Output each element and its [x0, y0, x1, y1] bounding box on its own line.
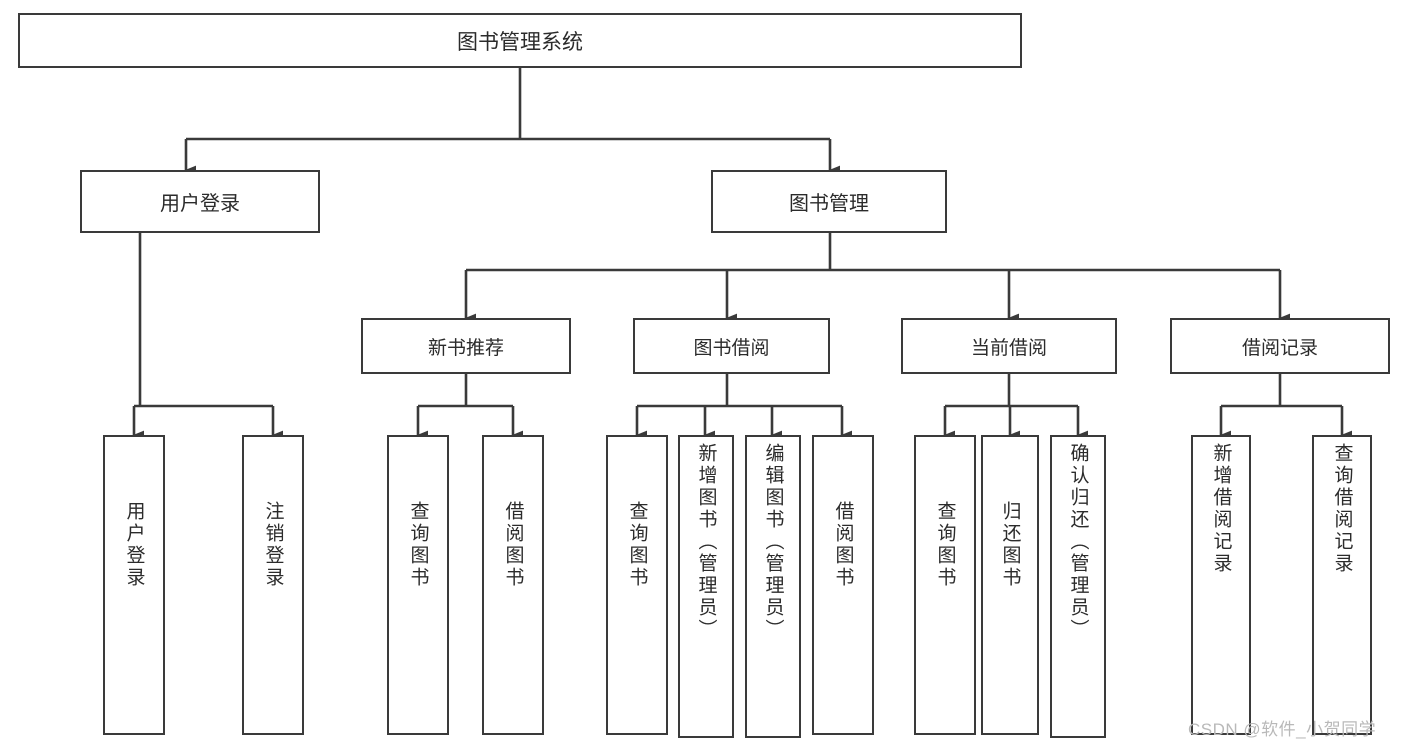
node-user-login[interactable]: 用户登录	[80, 170, 320, 233]
node-book-borrow[interactable]: 图书借阅	[633, 318, 830, 374]
leaf-label: 确认归还（管理员）	[1067, 443, 1089, 641]
leaf-label: 查询图书	[626, 501, 648, 589]
leaf-return-book[interactable]: 归还图书	[981, 435, 1039, 735]
node-borrow-record[interactable]: 借阅记录	[1170, 318, 1390, 374]
leaf-user-login[interactable]: 用户登录	[103, 435, 165, 735]
leaf-label: 编辑图书（管理员）	[762, 443, 784, 641]
leaf-edit-book-admin[interactable]: 编辑图书（管理员）	[745, 435, 801, 738]
leaf-add-book-admin[interactable]: 新增图书（管理员）	[678, 435, 734, 738]
node-label: 用户登录	[160, 193, 240, 215]
leaf-logout[interactable]: 注销登录	[242, 435, 304, 735]
node-new-book-recommend[interactable]: 新书推荐	[361, 318, 571, 374]
node-label: 当前借阅	[970, 337, 1047, 359]
node-current-borrow[interactable]: 当前借阅	[901, 318, 1117, 374]
node-label: 图书管理	[789, 193, 869, 215]
csdn-watermark: CSDN @软件_小贺同学	[1188, 720, 1377, 739]
leaf-query-book-recommend[interactable]: 查询图书	[387, 435, 449, 735]
leaf-label: 归还图书	[999, 501, 1021, 589]
leaf-query-book-current[interactable]: 查询图书	[914, 435, 976, 735]
node-label: 借阅记录	[1241, 337, 1318, 359]
leaf-label: 查询图书	[934, 501, 956, 589]
leaf-query-borrow-record[interactable]: 查询借阅记录	[1312, 435, 1372, 735]
node-label: 图书借阅	[693, 337, 770, 359]
node-book-management[interactable]: 图书管理	[711, 170, 947, 233]
leaf-label: 查询借阅记录	[1331, 443, 1353, 575]
leaf-confirm-return-admin[interactable]: 确认归还（管理员）	[1050, 435, 1106, 738]
node-label: 新书推荐	[427, 337, 504, 359]
leaf-borrow-book[interactable]: 借阅图书	[812, 435, 874, 735]
leaf-add-borrow-record[interactable]: 新增借阅记录	[1191, 435, 1251, 735]
node-root-label: 图书管理系统	[457, 30, 583, 54]
leaf-label: 借阅图书	[832, 501, 854, 589]
leaf-label: 借阅图书	[502, 501, 524, 589]
leaf-label: 新增借阅记录	[1210, 443, 1232, 575]
leaf-label: 查询图书	[407, 501, 429, 589]
leaf-borrow-book-recommend[interactable]: 借阅图书	[482, 435, 544, 735]
leaf-label: 用户登录	[123, 501, 145, 589]
leaf-label: 注销登录	[262, 501, 284, 589]
leaf-label: 新增图书（管理员）	[695, 443, 717, 641]
leaf-query-book-borrow[interactable]: 查询图书	[606, 435, 668, 735]
node-root[interactable]: 图书管理系统	[18, 13, 1022, 68]
